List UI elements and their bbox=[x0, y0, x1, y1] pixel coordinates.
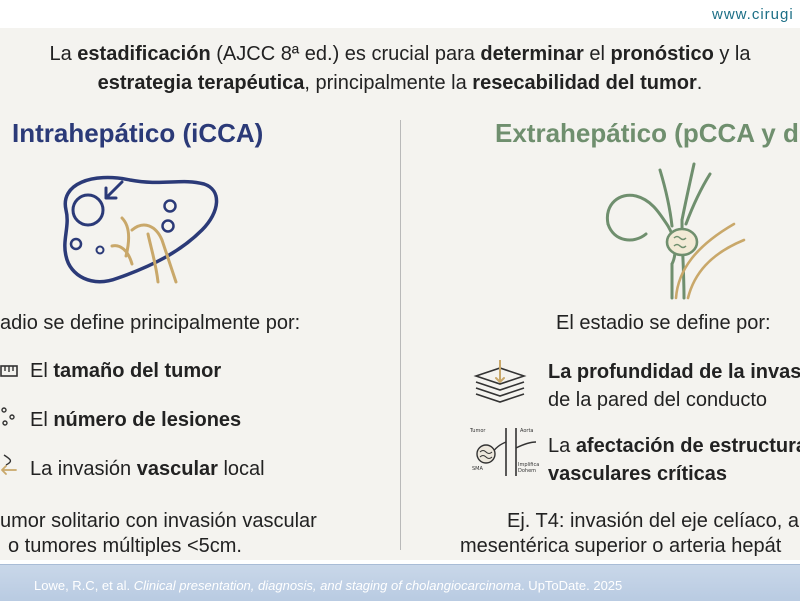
slide: www.cirugi La estadificación (AJCC 8ª ed… bbox=[0, 0, 800, 560]
ruler-icon bbox=[0, 365, 18, 377]
svg-text:Aorta: Aorta bbox=[520, 428, 533, 434]
right-define-text: El estadio se define por: bbox=[556, 312, 771, 334]
left-example: umor solitario con invasión vascular o t… bbox=[0, 510, 317, 557]
svg-text:SMA: SMA bbox=[472, 466, 483, 472]
svg-text:Implifica: Implifica bbox=[518, 462, 539, 468]
wall-layers-icon bbox=[473, 360, 527, 403]
site-url[interactable]: www.cirugi bbox=[712, 6, 794, 23]
column-divider bbox=[400, 120, 401, 550]
left-item-vascular: La invasión vascular local bbox=[30, 458, 265, 480]
svg-text:Tumor: Tumor bbox=[469, 428, 486, 434]
right-example: Ej. T4: invasión del eje celíaco, a mese… bbox=[460, 510, 800, 557]
bile-duct-tumor-icon bbox=[605, 162, 746, 300]
vessel-invasion-icon bbox=[1, 454, 17, 475]
vascular-anatomy-icon: Tumor Aorta SMA Implifica Dohem bbox=[469, 428, 539, 476]
title-extrahepatic: Extrahepático (pCCA y dC bbox=[495, 118, 800, 148]
scatter-dots-icon bbox=[1, 407, 15, 426]
liver-icon bbox=[63, 175, 219, 284]
footer-citation-bar: Lowe, R.C, et al. Clinical presentation,… bbox=[0, 564, 800, 601]
citation: Lowe, R.C, et al. Clinical presentation,… bbox=[34, 578, 623, 593]
intro-line-1: La estadificación (AJCC 8ª ed.) es cruci… bbox=[49, 43, 751, 65]
top-strip: www.cirugi bbox=[0, 0, 800, 28]
title-intrahepatic: Intrahepático (iCCA) bbox=[12, 118, 264, 148]
left-item-size: El tamaño del tumor bbox=[30, 360, 222, 382]
left-item-number: El número de lesiones bbox=[30, 409, 242, 431]
right-item-depth: La profundidad de la invas de la pared d… bbox=[548, 361, 800, 411]
right-item-vascular: La afectación de estructura vasculares c… bbox=[548, 435, 800, 485]
svg-text:Dohem: Dohem bbox=[518, 468, 536, 474]
left-define-text: adio se define principalmente por: bbox=[0, 312, 301, 334]
intro-text: La estadificación (AJCC 8ª ed.) es cruci… bbox=[0, 40, 800, 98]
intro-line-2: estrategia terapéutica, principalmente l… bbox=[97, 72, 703, 94]
